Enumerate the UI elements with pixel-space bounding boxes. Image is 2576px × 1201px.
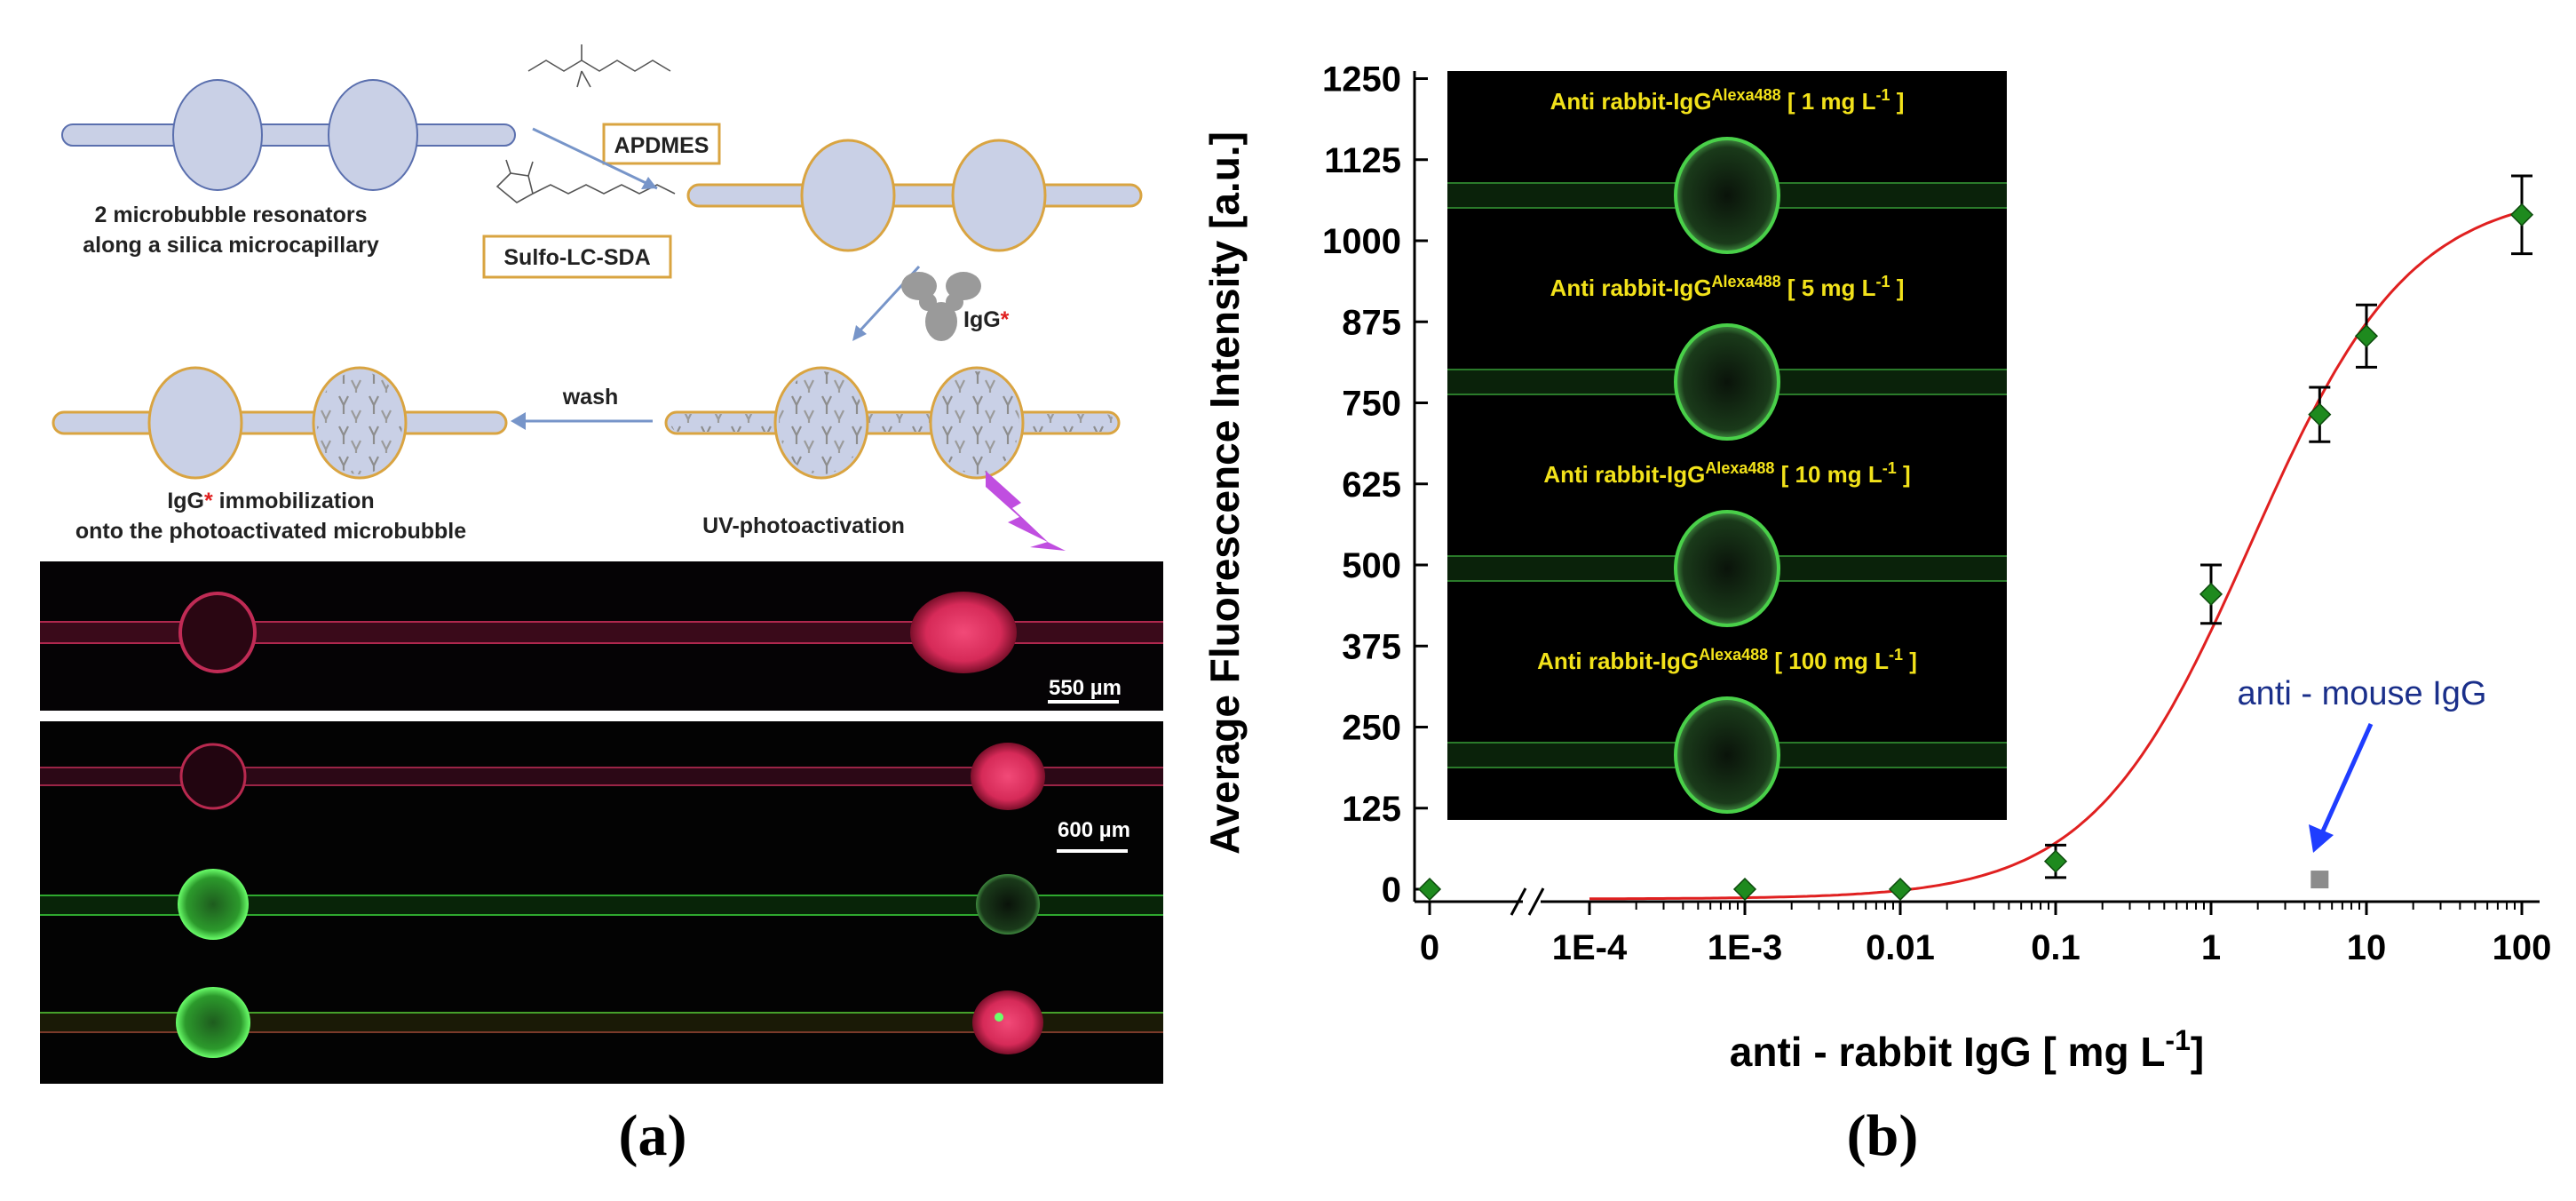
overlay-row	[40, 987, 1163, 1058]
y-tick-label: 625	[1342, 465, 1401, 505]
green-channel-row	[40, 869, 1163, 940]
panel-b-label: (b)	[1847, 1103, 1919, 1168]
error-bars	[2045, 174, 2532, 879]
data-point-diamond	[1417, 877, 1442, 902]
x-tick-label: 0	[1420, 928, 1439, 967]
chart-panel-b: Anti rabbit-IgGAlexa488 [ 1 mg L-1 ] Anti…	[1201, 60, 2551, 1076]
data-point-diamond	[1888, 877, 1913, 902]
y-tick-label: 0	[1382, 871, 1401, 910]
y-tick-label: 1000	[1322, 222, 1401, 261]
data-points	[1417, 203, 2534, 902]
x-tick-label: 100	[2493, 928, 2552, 967]
step1-caption-line2: along a silica microcapillary	[83, 233, 379, 258]
uv-label: UV-photoactivation	[702, 513, 905, 538]
sulfo-lc-sda-box	[482, 235, 672, 279]
y-tick-label: 250	[1342, 709, 1401, 748]
immob-caption-line1: IgG* immobilization	[167, 489, 374, 513]
step1-caption-line1: 2 microbubble resonators	[94, 203, 367, 227]
x-tick-label: 1E-4	[1552, 928, 1628, 967]
inset-label: Anti rabbit-IgGAlexa488 [ 10 mg L-1 ]	[1543, 459, 1910, 488]
sulfo-lc-sda-label: Sulfo-LC-SDA	[503, 245, 650, 270]
uv-lightning-icon	[986, 471, 1066, 551]
x-tick-label: 1E-3	[1708, 928, 1783, 967]
igg-antibody-icon	[901, 272, 981, 341]
data-point-diamond	[2509, 203, 2534, 227]
inset-bubble	[1674, 323, 1780, 441]
y-tick-label: 500	[1342, 546, 1401, 585]
anti-mouse-annotation: anti - mouse IgG	[2238, 675, 2487, 712]
y-tick-label: 750	[1342, 385, 1401, 424]
annotation-arrow-icon	[2309, 722, 2374, 853]
data-point-diamond	[2199, 582, 2223, 606]
igg-label: IgG*	[963, 307, 1010, 332]
red-channel-row	[40, 743, 1163, 810]
inset-label: Anti rabbit-IgGAlexa488 [ 5 mg L-1 ]	[1550, 273, 1905, 301]
micrograph-merged: 600 µm	[40, 721, 1163, 1084]
panel-a-schematic: 2 microbubble resonators along a silica …	[52, 44, 1143, 551]
inset-panel: Anti rabbit-IgGAlexa488 [ 100 mg L-1 ]	[1447, 646, 2007, 814]
x-axis-label: anti - rabbit IgG [ mg L-1]	[1730, 1024, 2204, 1075]
y-tick-label: 1250	[1322, 60, 1401, 99]
inset-micrographs: Anti rabbit-IgGAlexa488 [ 1 mg L-1 ] Anti…	[1447, 86, 2007, 814]
data-point-diamond	[2354, 324, 2379, 348]
axis-break-icon	[1510, 887, 1545, 916]
data-point-square	[2310, 871, 2329, 889]
data-point-diamond	[2043, 849, 2068, 873]
x-ticks: 0 1E-4 1E-3 0.01 0.1 1 10 100	[1420, 902, 2552, 967]
data-point-diamond	[1732, 877, 1757, 902]
inset-bubble	[1674, 137, 1780, 254]
apdmes-box	[602, 123, 721, 165]
capillary-step4	[52, 366, 508, 480]
inset-bubble	[1674, 510, 1780, 627]
data-point-diamond	[2308, 402, 2332, 426]
x-tick-label: 0.01	[1866, 928, 1935, 967]
y-tick-label: 375	[1342, 627, 1401, 666]
capillary-step2	[686, 139, 1143, 252]
y-tick-label: 125	[1342, 790, 1401, 829]
inset-panel: Anti rabbit-IgGAlexa488 [ 10 mg L-1 ]	[1447, 459, 2007, 627]
inset-panel: Anti rabbit-IgGAlexa488 [ 1 mg L-1 ]	[1447, 86, 2007, 254]
panel-a-label: (a)	[619, 1103, 687, 1168]
apdmes-label: APDMES	[614, 133, 709, 158]
inset-panel: Anti rabbit-IgGAlexa488 [ 5 mg L-1 ]	[1447, 273, 2007, 441]
capillary-step1	[61, 79, 516, 191]
wash-label: wash	[562, 385, 619, 410]
immob-caption-line2: onto the photoactivated microbubble	[75, 519, 466, 544]
scale-bar-550-label: 550 µm	[1049, 676, 1122, 700]
x-tick-label: 1	[2201, 928, 2221, 967]
x-tick-label: 10	[2347, 928, 2387, 967]
x-tick-label: 0.1	[2031, 928, 2081, 967]
arrow-step1-icon	[532, 127, 658, 190]
micrograph-red: 550 µm	[40, 561, 1163, 711]
scale-bar-600-label: 600 µm	[1058, 818, 1130, 842]
arrow-wash-icon	[511, 412, 653, 430]
capillary-step3	[664, 366, 1121, 480]
y-ticks: 0 125 250 375 500 625 750 875 1000 1125 1250	[1322, 60, 1428, 910]
y-axis-label: Average Fluorescence Intensity [a.u.]	[1201, 131, 1248, 855]
inset-label: Anti rabbit-IgGAlexa488 [ 100 mg L-1 ]	[1537, 646, 1917, 674]
apdmes-structure-icon	[527, 44, 671, 88]
inset-label: Anti rabbit-IgGAlexa488 [ 1 mg L-1 ]	[1550, 86, 1905, 115]
inset-bubble	[1674, 696, 1780, 814]
y-tick-label: 1125	[1324, 141, 1401, 180]
y-tick-label: 875	[1342, 303, 1401, 342]
